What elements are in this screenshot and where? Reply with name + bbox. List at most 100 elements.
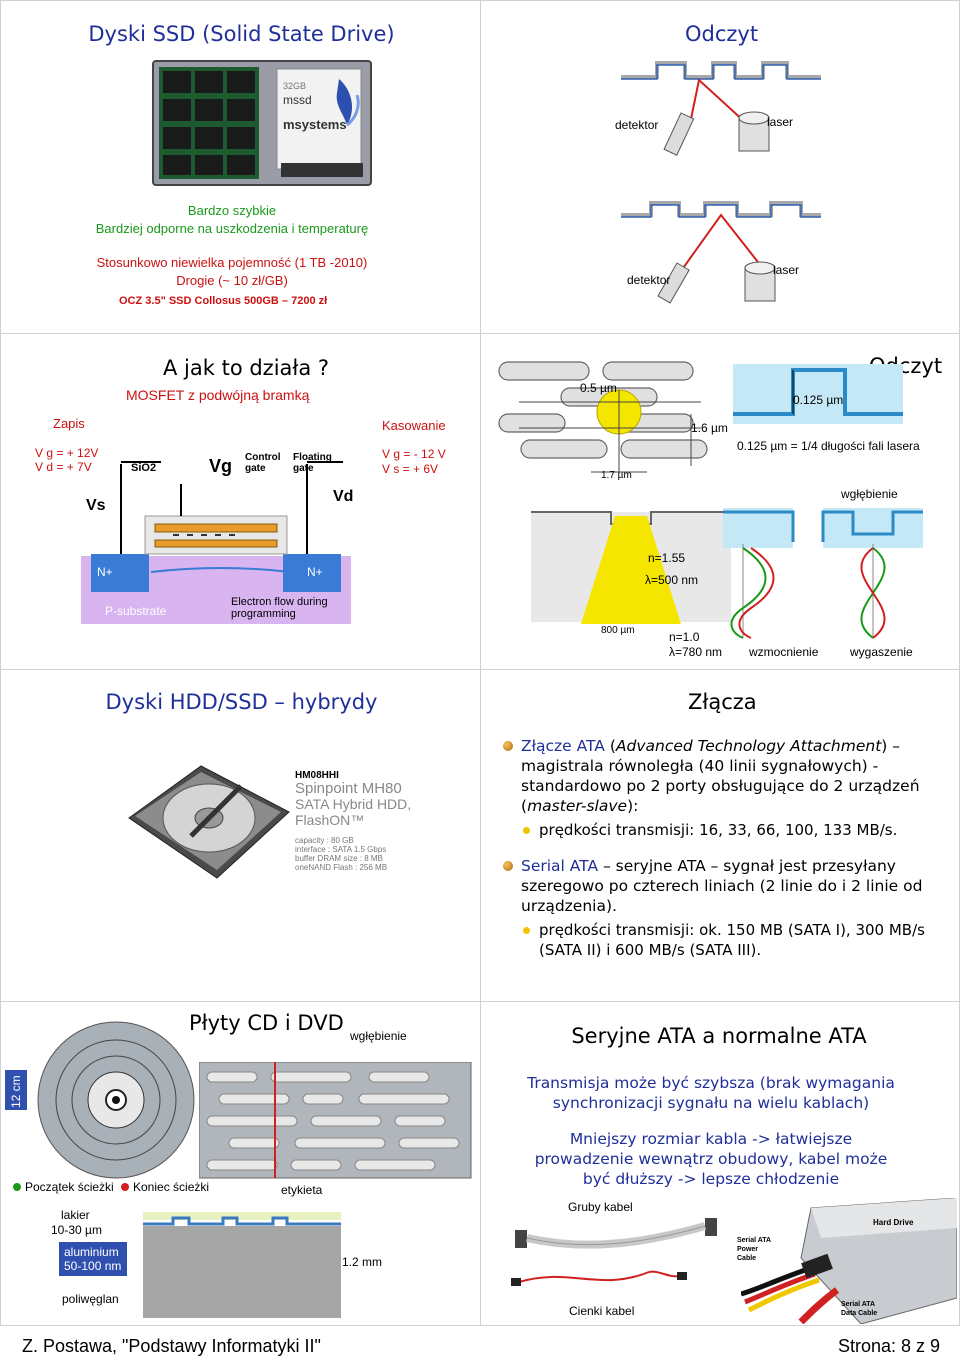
polycarbonate-label: poliwęglan (62, 1292, 119, 1306)
ata-bullet: Złącze ATA (Advanced Technology Attachme… (503, 736, 943, 816)
cd-image (31, 1020, 201, 1180)
ssd-price: Drogie (~ 10 zł/GB) (1, 273, 463, 288)
panel-cd-dvd: Płyty CD i DVD wgłębienie 12 cm Początek… (0, 1001, 481, 1326)
n-155: n=1.55 (648, 551, 685, 565)
dim-track: 1.6 µm (691, 421, 728, 435)
thick-cable-label: Gruby kabel (568, 1200, 633, 1214)
electron-flow-label: Electron flow during programming (231, 596, 341, 620)
n-10: n=1.0 (669, 630, 699, 644)
dim-spacing: 1.7 µm (601, 470, 632, 481)
panel-title: Seryjne ATA a normalne ATA (481, 1024, 957, 1048)
panel-read: Odczyt detektor laser detektor laser (480, 0, 960, 334)
ssd-capacity: Stosunkowo niewielka pojemność (1 TB -20… (1, 255, 463, 270)
erase-vg: V g = - 12 V (382, 447, 446, 461)
size-label: 12 cm (5, 1070, 27, 1110)
connectors-list: Złącze ATA (Advanced Technology Attachme… (503, 736, 943, 960)
disk-model: mssd (283, 93, 312, 107)
disk-brand: msystems (283, 117, 347, 132)
model-name-2: SATA Hybrid HDD, (295, 796, 411, 812)
mosfet-diagram (81, 444, 361, 664)
sata-advantage-1: Transmisja może być szybsza (brak wymaga… (521, 1073, 901, 1113)
n-plus-right: N+ (307, 565, 323, 579)
power-cable-label: Serial ATA Power Cable (737, 1236, 777, 1263)
detector-label-top: detektor (615, 118, 658, 132)
ssd-image: 32GB mssd msystems (151, 59, 373, 187)
model-name-3: FlashON™ (295, 812, 364, 828)
read-diagram (481, 1, 960, 334)
label-layer-label: etykieta (281, 1183, 322, 1197)
cables-image (509, 1212, 729, 1302)
disk-capacity: 32GB (283, 81, 306, 91)
track-start-label: Początek ścieżki (25, 1180, 114, 1194)
sata-speed: prędkości transmisji: ok. 150 MB (SATA I… (521, 920, 943, 960)
laser-label-top: laser (767, 115, 793, 129)
vd-label: Vd (333, 488, 353, 506)
aluminium-size: 50-100 nm (64, 1259, 121, 1273)
panel-title: Dyski SSD (Solid State Drive) (1, 22, 481, 46)
lambda-780: λ=780 nm (669, 645, 722, 659)
pit-label: wgłębienie (841, 487, 898, 501)
dim-depth: 0.125 µm (793, 393, 843, 407)
spec-capacity: capacity : 80 GB (295, 836, 354, 845)
footer-author: Z. Postawa, "Podstawy Informatyki II" (22, 1336, 321, 1357)
panel-title: Płyty CD i DVD (189, 1011, 344, 1035)
sata-advantage-2: Mniejszy rozmiar kabla -> łatwiejsze pro… (521, 1129, 901, 1189)
panel-ssd: Dyski SSD (Solid State Drive) 32GB mssd … (0, 0, 481, 334)
interference-diagram (723, 504, 953, 644)
spec-flash: oneNAND Flash : 256 MB (295, 863, 387, 872)
panel-title: A jak to działa ? (163, 356, 329, 380)
pits-track-image (199, 1062, 479, 1180)
thickness-label: 1.2 mm (342, 1255, 382, 1269)
track-end-marker (121, 1183, 129, 1191)
track-end-label: Koniec ścieżki (133, 1180, 209, 1194)
substrate-label: P-substrate (105, 604, 166, 618)
thin-cable-label: Cienki kabel (569, 1304, 634, 1318)
control-gate-label: Control gate (245, 452, 291, 474)
panel-sata-vs-ata: Seryjne ATA a normalne ATA Transmisja mo… (480, 1001, 960, 1326)
pit-label: wgłębienie (350, 1029, 407, 1043)
write-label: Zapis (53, 416, 85, 431)
cancel-label: wygaszenie (850, 645, 913, 659)
hard-drive-label: Hard Drive (873, 1218, 913, 1227)
floating-gate-label: Floating gate (293, 452, 339, 474)
refraction-diagram (531, 504, 731, 644)
panel-mosfet: A jak to działa ? MOSFET z podwójną bram… (0, 333, 481, 670)
ssd-fast: Bardzo szybkie (1, 203, 463, 218)
data-cable-label: Serial ATA Data Cable (841, 1300, 881, 1318)
panel-title: Złącza (688, 690, 757, 714)
vg-label: Vg (209, 456, 232, 477)
ssd-example: OCZ 3.5" SSD Collosus 500GB – 7200 zł (119, 295, 327, 307)
detector-label-bottom: detektor (627, 273, 670, 287)
spec-interface: interface : SATA 1.5 Gbps (295, 845, 386, 854)
erase-vs: V s = + 6V (382, 462, 438, 476)
vs-label: Vs (86, 497, 106, 515)
disk-surface-top (621, 63, 821, 79)
footer-page: Strona: 8 z 9 (838, 1336, 940, 1357)
cd-cross-section (143, 1208, 341, 1318)
dim-beam: 0.5 µm (580, 381, 617, 395)
hybrid-disk-image (121, 758, 291, 886)
panel-hybrid: Dyski HDD/SSD – hybrydy HM08HHI Spinpoin… (0, 669, 481, 1002)
laser-label-bottom: laser (773, 263, 799, 277)
spec-buffer: buffer DRAM size : 8 MB (295, 854, 383, 863)
sata-bullet: Serial ATA – seryjne ATA – sygnał jest p… (503, 856, 943, 916)
mosfet-subtitle: MOSFET z podwójną bramką (126, 387, 309, 403)
amplify-label: wzmocnienie (749, 645, 818, 659)
sio2-label: SiO2 (131, 462, 156, 474)
depth-note: 0.125 µm = 1/4 długości fali lasera (737, 439, 920, 453)
panel-read-detail: Odczyt 0.5 µm 1.6 µm 1.7 µm 0.125 µm 0.1… (480, 333, 960, 670)
lacquer-label: lakier (61, 1208, 90, 1222)
aluminium-label: aluminium (64, 1245, 119, 1259)
erase-label: Kasowanie (382, 418, 446, 433)
panel-connectors: Złącza Złącze ATA (Advanced Technology A… (480, 669, 960, 1002)
panel-title: Dyski HDD/SSD – hybrydy (1, 690, 481, 714)
laser-beam-top (691, 80, 746, 123)
lacquer-size: 10-30 µm (51, 1223, 102, 1237)
n-plus-left: N+ (97, 565, 113, 579)
width-800: 800 µm (601, 625, 635, 636)
ssd-robust: Bardziej odporne na uszkodzenia i temper… (1, 221, 463, 236)
ata-speed: prędkości transmisji: 16, 33, 66, 100, 1… (521, 820, 943, 840)
track-start-marker (13, 1183, 21, 1191)
model-name-1: Spinpoint MH80 (295, 780, 402, 797)
lambda-500: λ=500 nm (645, 573, 698, 587)
